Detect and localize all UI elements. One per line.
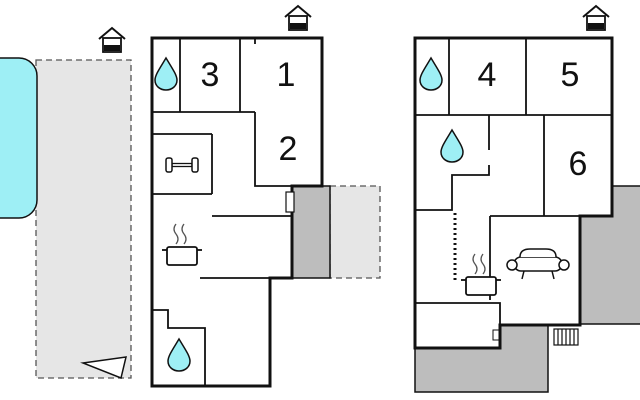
house-entrance-icon (98, 27, 126, 53)
room-2-label: 2 (279, 130, 298, 168)
middle-building (150, 36, 381, 388)
room-3-label: 3 (201, 56, 220, 94)
house-entrance-icon (582, 5, 610, 31)
sofa-icon (506, 248, 570, 280)
svg-text:6: 6 (569, 145, 588, 183)
room-4-label: 4 (478, 56, 497, 94)
room-1-label: 1 (277, 56, 296, 94)
dumbbell-icon (165, 157, 199, 173)
room-5-label: 5 (561, 56, 580, 94)
house-entrance-icon (284, 5, 312, 31)
svg-text:1: 1 (277, 56, 296, 94)
right-building (413, 36, 640, 393)
svg-text:4: 4 (478, 56, 497, 94)
swimming-pool (0, 57, 38, 219)
svg-text:3: 3 (201, 56, 220, 94)
stairs-icon (553, 328, 579, 346)
triangle-icon (80, 356, 127, 380)
room-6-label: 6 (569, 145, 588, 183)
svg-text:5: 5 (561, 56, 580, 94)
svg-text:2: 2 (279, 130, 298, 168)
outdoor-area (35, 59, 132, 379)
